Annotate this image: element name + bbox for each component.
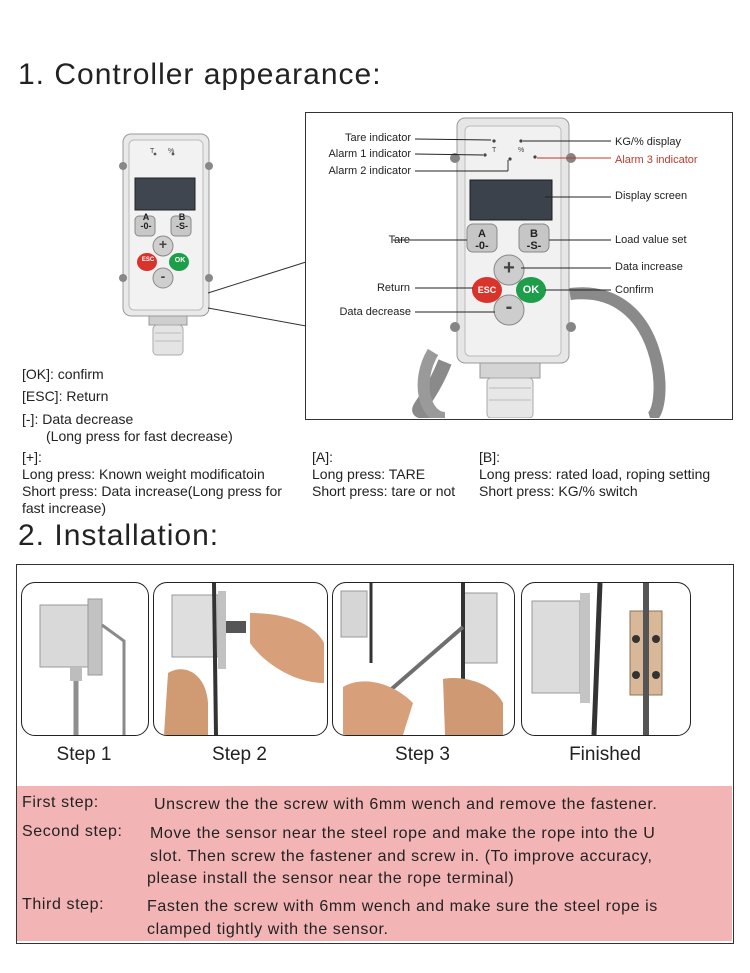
step3-label: Step 3 bbox=[395, 744, 450, 765]
note-b-long: Long press: rated load, roping setting bbox=[479, 466, 711, 482]
small-percent-mark: % bbox=[168, 148, 175, 155]
third-step-label: Third step: bbox=[22, 896, 105, 913]
large-ok-button: OK bbox=[522, 284, 540, 296]
label-data-increase: Data increase bbox=[615, 261, 683, 273]
note-a-long: Long press: TARE bbox=[312, 466, 426, 482]
large-esc-button: ESC bbox=[477, 285, 497, 295]
zoom-connector-lines bbox=[207, 261, 307, 327]
label-display-screen: Display screen bbox=[615, 190, 688, 202]
third-step-line1: Fasten the screw with 6mm wench and make… bbox=[147, 898, 658, 915]
step1-photo bbox=[21, 582, 149, 736]
note-plus-long: Long press: Known weight modificatoin bbox=[22, 466, 265, 482]
note-plus-short: Short press: Data increase(Long press fo… bbox=[22, 483, 282, 516]
note-a-title: [A]: bbox=[312, 449, 334, 465]
label-alarm1-indicator: Alarm 1 indicator bbox=[328, 148, 411, 160]
large-minus-button: - bbox=[505, 296, 513, 318]
note-b-short: Short press: KG/% switch bbox=[479, 483, 638, 499]
label-confirm: Confirm bbox=[615, 284, 654, 296]
large-controller-illustration bbox=[393, 117, 666, 418]
second-step-label: Second step: bbox=[22, 823, 123, 840]
large-plus-button: + bbox=[503, 257, 515, 279]
note-plus-title: [+]: bbox=[22, 449, 42, 465]
label-alarm2-indicator: Alarm 2 indicator bbox=[328, 165, 411, 177]
label-load-value-set: Load value set bbox=[615, 234, 687, 246]
label-alarm3-indicator: Alarm 3 indicator bbox=[615, 154, 698, 166]
small-plus-button: + bbox=[158, 236, 168, 252]
second-step-line3: please install the sensor near the rope … bbox=[147, 870, 515, 887]
second-step-line2: slot. Then screw the fastener and screw … bbox=[150, 848, 653, 865]
step2-photo bbox=[153, 582, 328, 736]
large-button-b: B-S- bbox=[526, 228, 542, 252]
finished-photo bbox=[521, 582, 691, 736]
label-tare: Tare bbox=[388, 234, 410, 246]
note-a-short: Short press: tare or not bbox=[312, 483, 456, 499]
second-step-line1: Move the sensor near the steel rope and … bbox=[150, 825, 656, 842]
label-kg-display: KG/% display bbox=[615, 136, 682, 148]
third-step-line2: clamped tightly with the sensor. bbox=[147, 921, 389, 938]
finished-label: Finished bbox=[569, 744, 641, 765]
step2-label: Step 2 bbox=[212, 744, 267, 765]
instruction-panel bbox=[17, 786, 732, 941]
small-esc-button: ESC bbox=[141, 257, 155, 263]
note-minus-detail: (Long press for fast decrease) bbox=[46, 428, 233, 444]
note-ok: [OK]: confirm bbox=[22, 366, 104, 382]
step3-photo bbox=[332, 582, 515, 736]
first-step-text: Unscrew the the screw with 6mm wench and… bbox=[154, 796, 658, 813]
note-esc: [ESC]: Return bbox=[22, 388, 109, 404]
first-step-label: First step: bbox=[22, 794, 99, 811]
label-return: Return bbox=[376, 282, 410, 294]
small-button-b: B-S- bbox=[176, 212, 188, 231]
large-button-a: A-0- bbox=[475, 228, 489, 252]
small-button-a: A-0- bbox=[140, 212, 152, 231]
note-b-title: [B]: bbox=[479, 449, 501, 465]
note-minus: [-]: Data decrease bbox=[22, 411, 134, 427]
large-tare-mark: T bbox=[492, 147, 497, 154]
large-percent-mark: % bbox=[518, 147, 525, 154]
label-data-decrease: Data decrease bbox=[339, 306, 411, 318]
section1-title: 1. Controller appearance: bbox=[18, 58, 382, 91]
small-ok-button: OK bbox=[174, 257, 186, 264]
small-tare-mark: T bbox=[150, 148, 155, 155]
label-tare-indicator: Tare indicator bbox=[344, 132, 411, 144]
step1-label: Step 1 bbox=[56, 744, 112, 765]
section2-title: 2. Installation: bbox=[18, 519, 220, 552]
small-controller-illustration bbox=[119, 133, 213, 356]
small-minus-button: - bbox=[160, 268, 166, 284]
